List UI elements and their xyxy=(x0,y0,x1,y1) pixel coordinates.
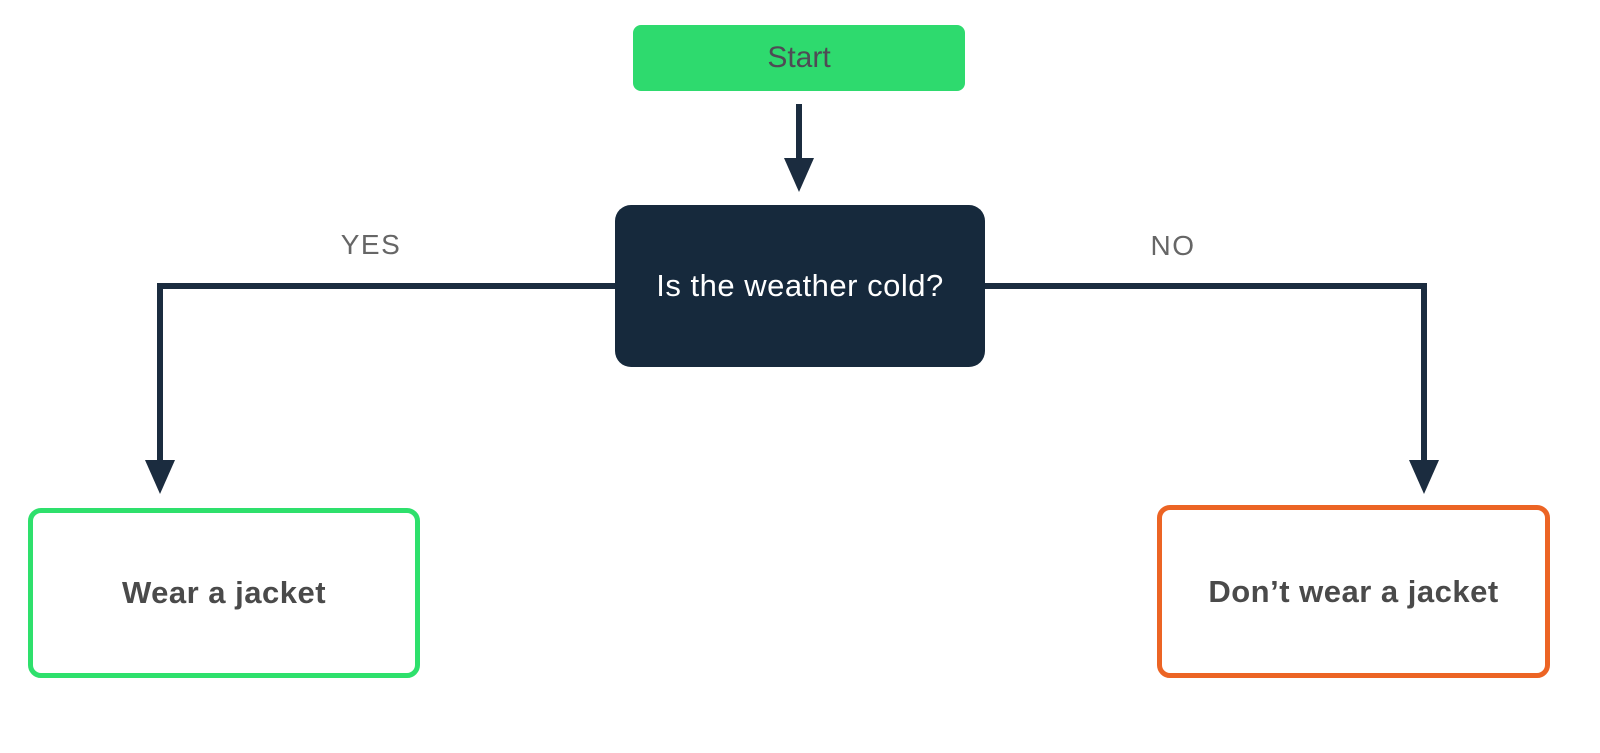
node-decision: Is the weather cold? xyxy=(615,205,985,367)
edge-decision-to-no-line xyxy=(985,283,1427,466)
edge-label-yes: YES xyxy=(340,229,402,260)
node-no-result: Don’t wear a jacket xyxy=(1157,505,1550,678)
arrowhead-down-icon xyxy=(145,460,175,494)
edge-decision-to-yes-line xyxy=(157,283,615,466)
node-no-result-label: Don’t wear a jacket xyxy=(1208,573,1499,609)
arrowhead-down-icon xyxy=(784,158,814,192)
edge-decision-to-no xyxy=(985,283,1439,494)
node-yes-result-label: Wear a jacket xyxy=(121,575,327,610)
node-yes-result: Wear a jacket xyxy=(28,508,420,678)
arrowhead-down-icon xyxy=(1409,460,1439,494)
edge-label-no: NO xyxy=(1150,230,1196,261)
node-start: Start xyxy=(633,25,965,91)
edge-decision-to-yes xyxy=(145,283,615,494)
edge-start-to-decision xyxy=(784,104,814,192)
node-decision-label: Is the weather cold? xyxy=(656,268,944,303)
node-start-label: Start xyxy=(767,41,831,74)
